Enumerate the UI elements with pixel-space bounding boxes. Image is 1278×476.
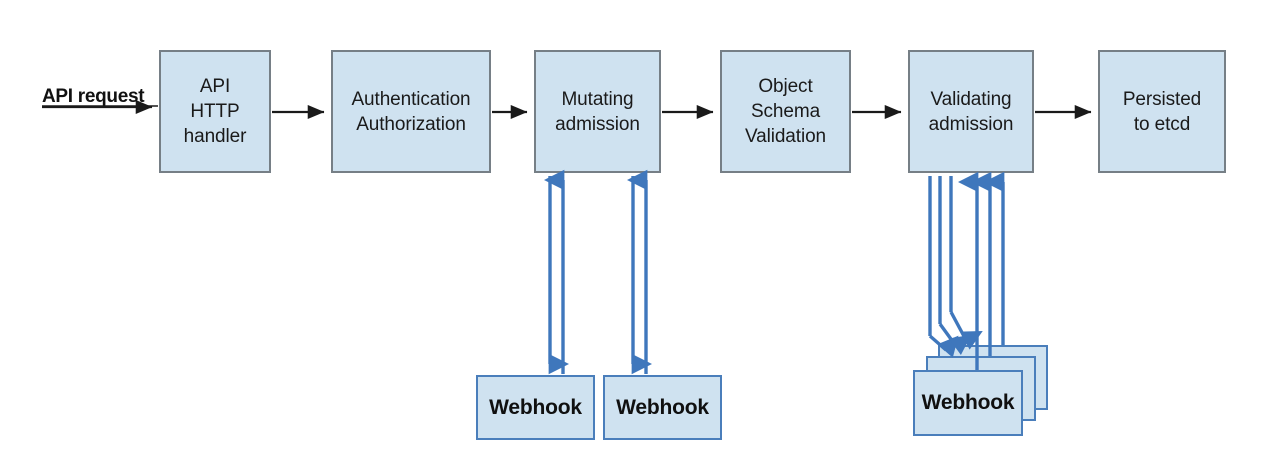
stage-box-mutating-admission[interactable]: Mutating admission (534, 50, 661, 173)
stage-label-line: Authentication (351, 88, 471, 110)
arrow-validating-to-webhook-stack-1 (928, 176, 959, 358)
webhook-label: Webhook (489, 395, 582, 419)
arrow-validating-to-webhook-stack-2 (938, 176, 972, 356)
stage-label-line: Authorization (356, 113, 466, 135)
stage-label-line: Mutating (561, 88, 634, 110)
stage-label-line: Object (758, 76, 813, 97)
stage-label: Validating admission (925, 87, 1018, 137)
stage-box-object-schema-validation[interactable]: Object Schema Validation (720, 50, 851, 173)
stage-label: Persisted to etcd (1119, 87, 1205, 137)
stage-label: Object Schema Validation (741, 74, 830, 149)
stage-label-line: Persisted (1122, 88, 1202, 110)
stage-label-line: Schema (750, 101, 821, 122)
webhook-box-mutating-2[interactable]: Webhook (603, 375, 722, 440)
stage-label-line: Validating (930, 88, 1012, 110)
stage-label-line: to etcd (1133, 113, 1191, 135)
stage-label: Mutating admission (551, 87, 644, 137)
stage-label: Authentication Authorization (347, 87, 474, 137)
stage-label: API HTTP handler (180, 74, 251, 149)
stage-label-line: handler (183, 126, 247, 147)
stage-label-line: admission (555, 113, 640, 135)
api-request-label: API request (42, 86, 145, 107)
arrow-validating-to-webhook-stack-3 (949, 176, 983, 350)
stage-box-authentication[interactable]: Authentication Authorization (331, 50, 491, 173)
stage-label-line: Validation (744, 126, 827, 147)
stage-box-validating-admission[interactable]: Validating admission (908, 50, 1034, 173)
stage-label-line: HTTP (190, 101, 240, 122)
stage-box-persisted-to-etcd[interactable]: Persisted to etcd (1098, 50, 1226, 173)
stage-label-line: admission (928, 113, 1014, 135)
webhook-box-validating-1[interactable]: Webhook (913, 370, 1023, 436)
webhook-label: Webhook (921, 391, 1015, 414)
stage-box-api-http-handler[interactable]: API HTTP handler (159, 50, 271, 173)
stage-label-line: API (199, 76, 231, 97)
webhook-label: Webhook (616, 395, 709, 419)
webhook-box-mutating-1[interactable]: Webhook (476, 375, 595, 440)
